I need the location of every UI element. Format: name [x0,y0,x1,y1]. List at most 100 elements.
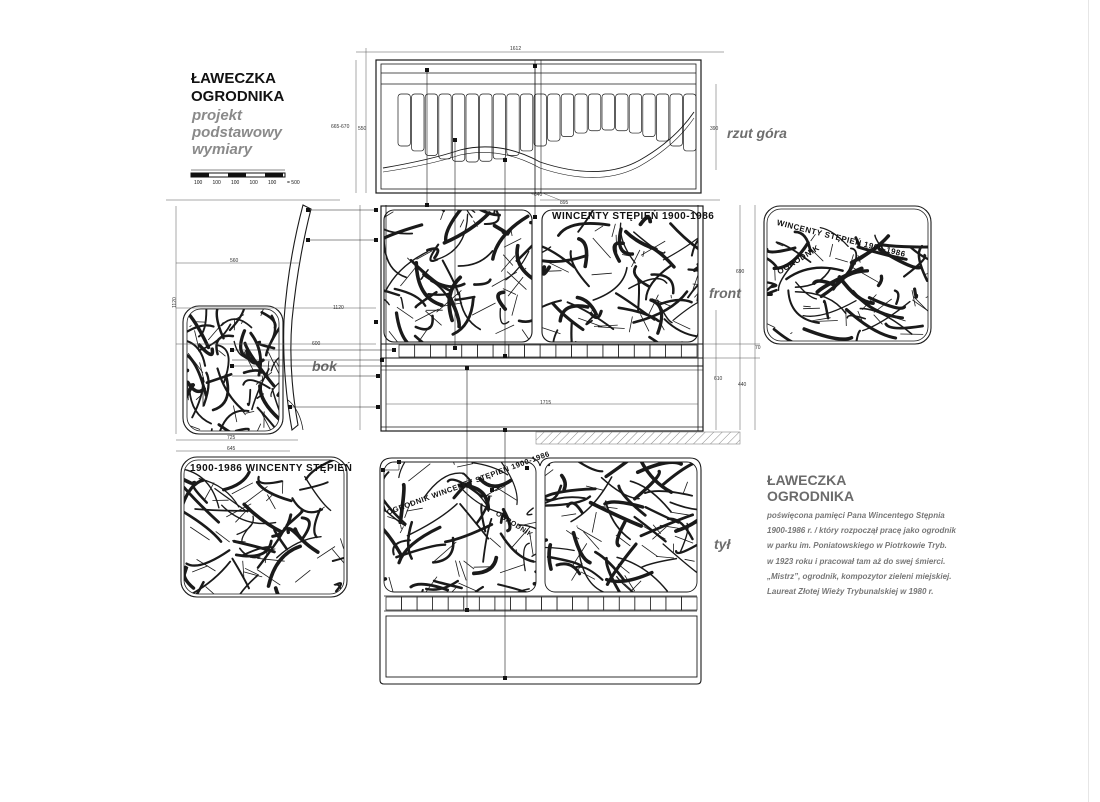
branch-stroke [523,542,530,572]
branch-stroke [268,352,279,374]
top-slat [397,93,411,147]
branch-stroke [500,255,516,272]
branch-stroke [400,210,445,213]
branch-stroke [465,210,476,219]
branch-stroke [340,538,344,549]
branch-stroke [414,261,444,307]
branch-stroke [400,524,402,530]
seat-slat [508,344,525,358]
branch-stroke [767,281,778,289]
branch-stroke [232,539,276,554]
branch-stroke [334,582,343,593]
branch-stroke [859,307,913,335]
branch-stroke [526,507,534,516]
branch-stroke [184,580,205,594]
branch-stroke [594,550,626,582]
top-slat [533,93,547,147]
branch-stroke [662,543,697,581]
seat-slat [447,596,465,611]
seat-slat [414,344,431,358]
branch-stroke [242,560,245,578]
branch-stroke [767,292,773,300]
branch-stroke [471,302,496,316]
branch-stroke [655,556,675,559]
branch-stroke [669,222,698,264]
branch-stroke [249,548,276,558]
branch-stroke [233,405,238,423]
branch-stroke [647,294,659,316]
branch-stroke [231,557,250,590]
branch-stroke [692,283,698,287]
branch-stroke [659,321,665,331]
seat-slat [634,596,651,611]
scale-label: 100 [231,180,240,186]
branch-stroke [331,549,344,565]
seat-slat [541,596,558,611]
branch-stroke [644,490,694,497]
branch-stroke [384,251,429,293]
branch-stroke [522,267,527,272]
branch-stroke [498,588,530,592]
seat-slat [416,596,434,611]
branch-stroke [854,236,861,247]
branch-stroke [810,233,816,242]
branch-stroke [221,504,277,525]
branch-stroke [687,268,698,292]
branch-stroke [406,520,414,560]
branch-stroke [640,557,678,569]
branch-stroke [511,294,518,316]
top-slat [656,93,670,142]
side-panel-detail [763,205,932,345]
branch-stroke [300,516,311,541]
branch-stroke [851,290,904,320]
branch-stroke [787,289,820,324]
top-slat [615,93,629,132]
branch-stroke [767,316,776,328]
branch-stroke [644,264,672,301]
branch-stroke [304,460,344,481]
branch-stroke [624,583,649,592]
branch-stroke [903,253,927,278]
branch-stroke [637,462,674,494]
branch-stroke [510,228,513,236]
branch-stroke [187,338,207,367]
branch-stroke [575,295,598,316]
branch-stroke [542,254,589,264]
branch-stroke [440,210,447,221]
branch-stroke [599,505,618,509]
branch-stroke [542,246,552,257]
branch-stroke [203,482,215,502]
branch-stroke [629,480,672,513]
back-left-inscription: 1900-1986 WINCENTY STĘPIEŃ [190,463,353,474]
branch-stroke [444,523,494,544]
projection-lines [232,66,536,678]
branch-stroke [243,486,268,505]
branch-stroke [443,210,475,242]
branch-stroke [856,245,908,261]
branch-stroke [628,277,668,290]
branch-stroke [235,508,249,523]
branch-stroke [184,460,193,485]
branch-stroke [857,310,864,324]
branch-stroke [546,555,583,568]
back-panel-left-pattern [384,462,536,592]
branch-stroke [425,310,442,326]
branch-stroke [604,500,631,541]
branch-stroke [388,576,396,592]
branch-stroke [884,322,924,330]
branch-stroke [518,520,536,527]
dimension-label: 895 [560,200,569,206]
branch-stroke [491,483,518,501]
branch-stroke [187,309,211,350]
branch-stroke [578,317,603,328]
branch-stroke [570,476,613,523]
branch-stroke [648,335,694,342]
branch-stroke [187,348,190,373]
branch-stroke [835,257,848,263]
seat-slat [510,596,527,611]
branch-stroke [650,273,675,295]
branch-stroke [245,411,255,414]
branch-stroke [184,486,221,524]
branch-stroke [243,341,276,388]
branch-stroke [276,381,279,397]
